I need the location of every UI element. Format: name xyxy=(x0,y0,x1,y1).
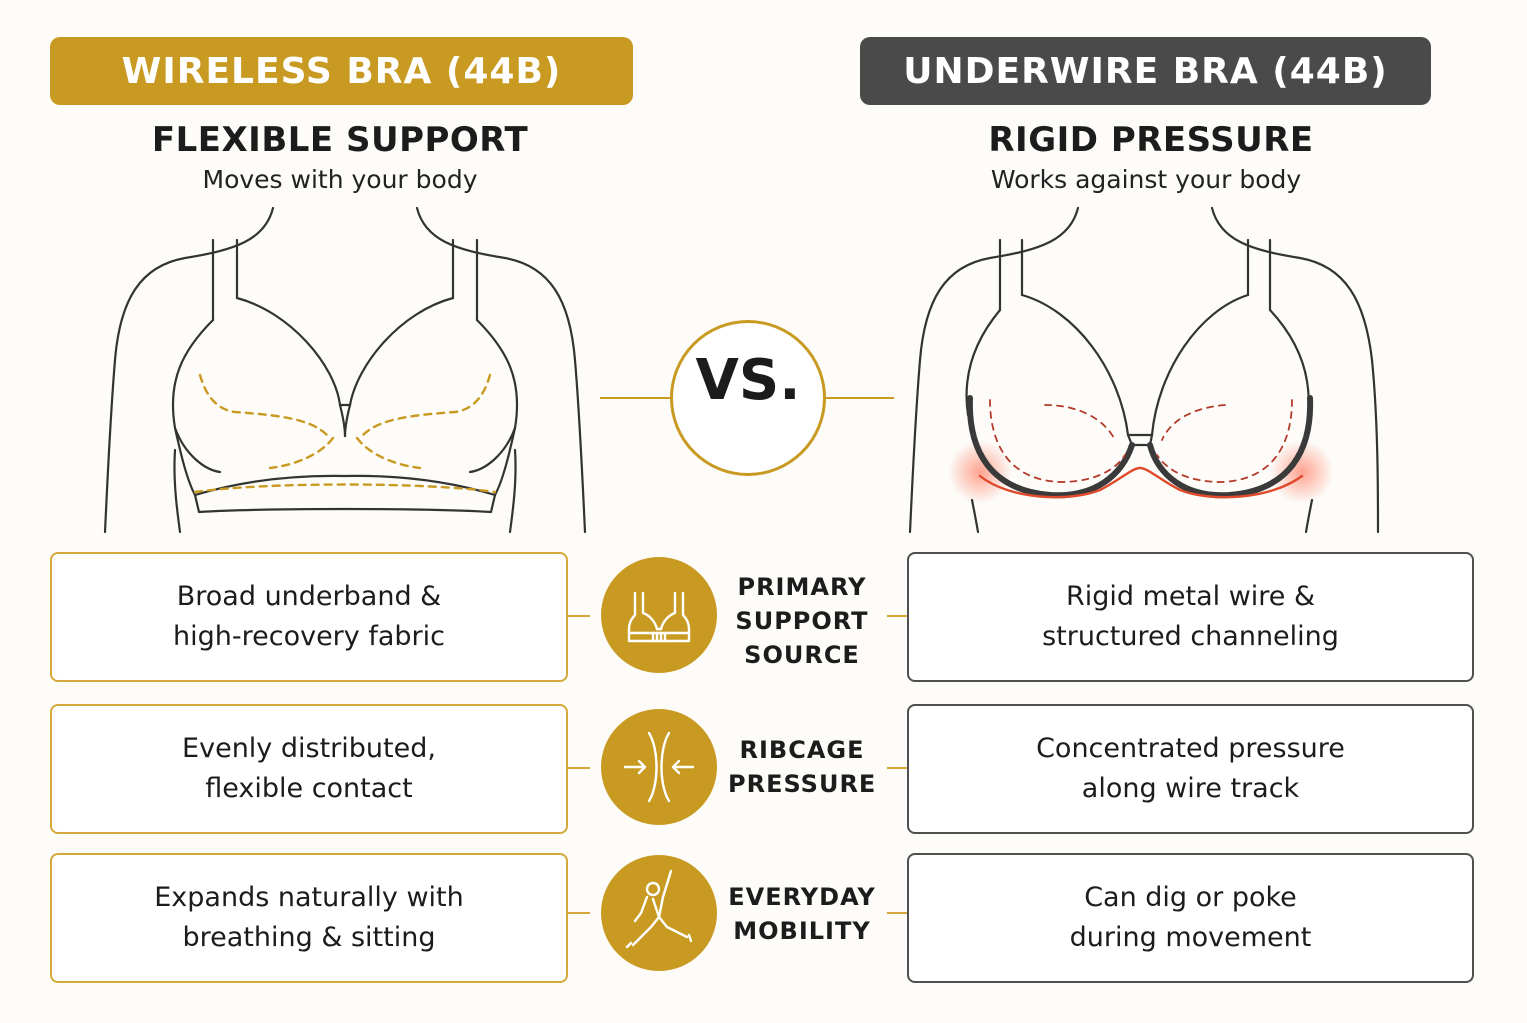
underwire-bra-illustration-icon xyxy=(908,206,1380,534)
wireless-bra-illustration-icon xyxy=(103,206,587,534)
left-subtitle: FLEXIBLE SUPPORT xyxy=(151,120,529,160)
compress-arrows-icon xyxy=(601,709,717,825)
left-tagline: Moves with your body xyxy=(202,165,478,194)
row2-connector-right xyxy=(887,767,907,769)
bra-icon xyxy=(601,557,717,673)
stretching-person-icon xyxy=(601,855,717,971)
row3-connector-right xyxy=(887,912,907,914)
right-tagline: Works against your body xyxy=(990,165,1302,194)
wireless-support-source-card: Broad underband &high-recovery fabric xyxy=(50,552,568,682)
wireless-bra-header: WIRELESS BRA (44B) xyxy=(50,37,633,105)
row1-connector-left xyxy=(568,615,590,617)
vs-connector-left xyxy=(600,397,672,399)
vs-connector-right xyxy=(822,397,894,399)
underwire-bra-header: UNDERWIRE BRA (44B) xyxy=(860,37,1431,105)
row2-connector-left xyxy=(568,767,590,769)
vs-label: VS. xyxy=(695,348,801,413)
wireless-ribcage-pressure-card: Evenly distributed,flexible contact xyxy=(50,704,568,834)
row1-connector-right xyxy=(887,615,907,617)
row3-connector-left xyxy=(568,912,590,914)
right-subtitle: RIGID PRESSURE xyxy=(988,120,1314,160)
vs-circle xyxy=(670,320,826,476)
underwire-support-source-card: Rigid metal wire &structured channeling xyxy=(907,552,1474,682)
